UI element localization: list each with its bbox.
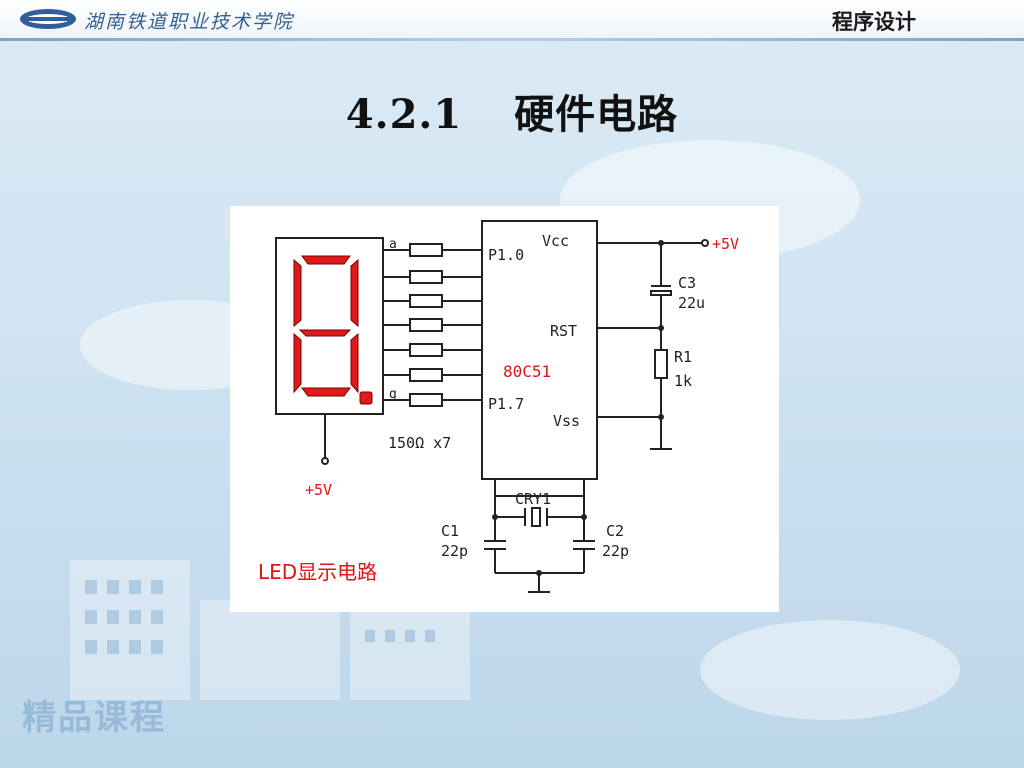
r1-value-label: 1k (674, 372, 692, 390)
section-number: 4.2.1 (345, 91, 463, 138)
c2-name-label: C2 (606, 522, 624, 540)
header-divider (0, 38, 1024, 41)
bg-building-illustration (70, 560, 470, 700)
pin-vcc-label: Vcc (542, 232, 569, 250)
section-title: 硬件电路 (514, 91, 679, 138)
segment-label-g: g (389, 387, 397, 402)
circuit-schematic: a g 150Ω x7 +5V P1.0 Vcc RST 80C51 P1.7 … (275, 220, 739, 593)
r1-name-label: R1 (674, 348, 692, 366)
slide-title: 4.2.1 硬件电路 (0, 82, 1024, 140)
pin-vss-label: Vss (553, 412, 580, 430)
pin-p17-label: P1.7 (488, 395, 524, 413)
c2-value-label: 22p (602, 542, 629, 560)
c3-name-label: C3 (678, 274, 696, 292)
school-name: 湖南铁道职业技术学院 (84, 11, 295, 33)
chip-name-label: 80C51 (503, 362, 551, 381)
course-title: 程序设计 (832, 10, 916, 34)
c3-value-label: 22u (678, 294, 705, 312)
school-logo-icon (20, 9, 76, 29)
chip-80c51-body (481, 220, 598, 480)
circuit-diagram: a g 150Ω x7 +5V P1.0 Vcc RST 80C51 P1.7 … (230, 206, 779, 612)
segment-label-a: a (389, 237, 397, 252)
c1-name-label: C1 (441, 522, 459, 540)
header-bar: 湖南铁道职业技术学院 程序设计 (0, 0, 1024, 38)
vcc-supply-label: +5V (712, 235, 739, 253)
quality-course-watermark: 精品课程 (22, 698, 166, 738)
bg-cloud-3 (700, 620, 960, 720)
pin-rst-label: RST (550, 322, 577, 340)
pin-p10-label: P1.0 (488, 246, 524, 264)
resistor-label: 150Ω x7 (388, 434, 451, 452)
led-supply-label: +5V (305, 481, 332, 499)
c1-value-label: 22p (441, 542, 468, 560)
resistor-bank (383, 243, 482, 407)
seven-segment-digit (293, 255, 373, 405)
diagram-caption: LED显示电路 (258, 560, 378, 584)
crystal-label: CRY1 (515, 490, 551, 508)
